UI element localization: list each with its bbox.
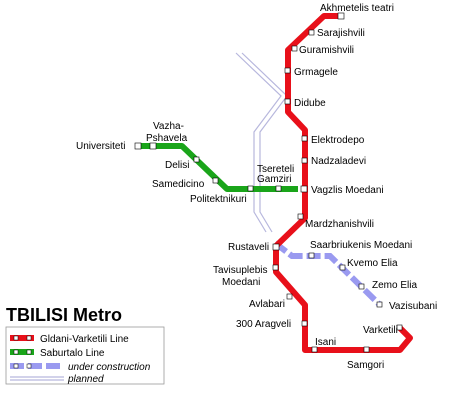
station-samedicino <box>212 177 219 184</box>
station-universiteti <box>134 142 142 150</box>
label-300-aragveli: 300 Aragveli <box>236 319 291 330</box>
station-politektnikuri <box>247 185 254 192</box>
label-grmagele: Grmagele <box>294 67 338 78</box>
station-300-aragveli <box>301 320 308 327</box>
saburtalo-line <box>138 143 298 192</box>
label-rustaveli: Rustaveli <box>228 242 269 253</box>
label-samgori: Samgori <box>347 360 384 371</box>
label-elektrodepo: Elektrodepo <box>311 135 365 146</box>
station-isani <box>311 346 318 353</box>
station-rustaveli <box>272 243 280 251</box>
red-line-stations <box>272 12 403 353</box>
station-tsereteli-gamziri <box>275 185 282 192</box>
label-tavisuplebis-2: Moedani <box>222 277 260 288</box>
label-varketili: Varketili <box>363 325 398 336</box>
construction-stations <box>308 252 383 308</box>
label-politektnikuri: Politektnikuri <box>190 194 247 205</box>
label-samedicino: Samedicino <box>152 179 205 190</box>
label-mardzhanishvili: Mardzhanishvili <box>305 219 374 230</box>
label-universiteti: Universiteti <box>76 141 125 152</box>
station-sarajishvili <box>308 29 315 36</box>
station-saarbriukenis-moedani <box>308 252 315 259</box>
station-mardzhanishvili <box>297 213 304 220</box>
label-tavisuplebis-1: Tavisuplebis <box>213 265 267 276</box>
legend: Gldani-Varketili Line Saburtalo Line und… <box>5 326 165 385</box>
label-kvemo-elia: Kvemo Elia <box>347 258 398 269</box>
legend-red-station <box>13 335 19 341</box>
legend-green-station <box>13 349 19 355</box>
station-tavisuplebis-moedani <box>272 264 279 271</box>
map-title: TBILISI Metro <box>6 305 122 325</box>
station-nadzaladevi <box>301 157 308 164</box>
station-zemo-elia <box>358 283 365 290</box>
label-isani: Isani <box>315 337 336 348</box>
legend-construction-station <box>26 363 32 369</box>
station-samgori <box>363 346 370 353</box>
label-saarbriukenis: Saarbriukenis Moedani <box>310 240 412 251</box>
legend-red-label: Gldani-Varketili Line <box>40 334 129 345</box>
legend-green-station <box>26 349 32 355</box>
legend-green-label: Saburtalo Line <box>40 348 105 359</box>
legend-construction-station <box>13 363 19 369</box>
station-vazisubani <box>376 301 383 308</box>
label-akhmetelis-teatri: Akhmetelis teatri <box>320 3 394 14</box>
legend-planned-label: planned <box>67 374 104 385</box>
label-zemo-elia: Zemo Elia <box>372 280 417 291</box>
label-tsereteli-2: Gamziri <box>257 174 291 185</box>
station-vagzlis-moedani <box>300 185 308 193</box>
station-vazha-pshavela <box>149 142 157 150</box>
station-guramishvili <box>291 45 298 52</box>
station-varketili <box>396 324 403 331</box>
station-avlabari <box>286 293 293 300</box>
station-akhmetelis-teatri <box>337 12 345 20</box>
legend-red-station <box>26 335 32 341</box>
station-elektrodepo <box>301 135 308 142</box>
station-didube <box>284 98 291 105</box>
green-line-stations <box>134 142 282 192</box>
planned-line <box>235 52 288 233</box>
legend-construction-label: under construction <box>68 362 151 373</box>
label-vazisubani: Vazisubani <box>389 301 437 312</box>
label-delisi: Delisi <box>165 160 189 171</box>
label-tsereteli-1: Tsereteli <box>257 164 294 175</box>
station-kvemo-elia <box>339 264 346 271</box>
station-delisi <box>193 156 200 163</box>
label-vazha-1: Vazha- <box>153 121 184 132</box>
station-labels: Akhmetelis teatri Sarajishvili Guramishv… <box>76 3 437 371</box>
label-vazha-2: Pshavela <box>146 133 188 144</box>
label-avlabari: Avlabari <box>249 299 285 310</box>
station-grmagele <box>284 67 291 74</box>
label-sarajishvili: Sarajishvili <box>317 28 365 39</box>
label-nadzaladevi: Nadzaladevi <box>311 156 366 167</box>
label-didube: Didube <box>294 98 326 109</box>
label-vagzlis-moedani: Vagzlis Moedani <box>311 185 384 196</box>
label-guramishvili: Guramishvili <box>299 45 354 56</box>
